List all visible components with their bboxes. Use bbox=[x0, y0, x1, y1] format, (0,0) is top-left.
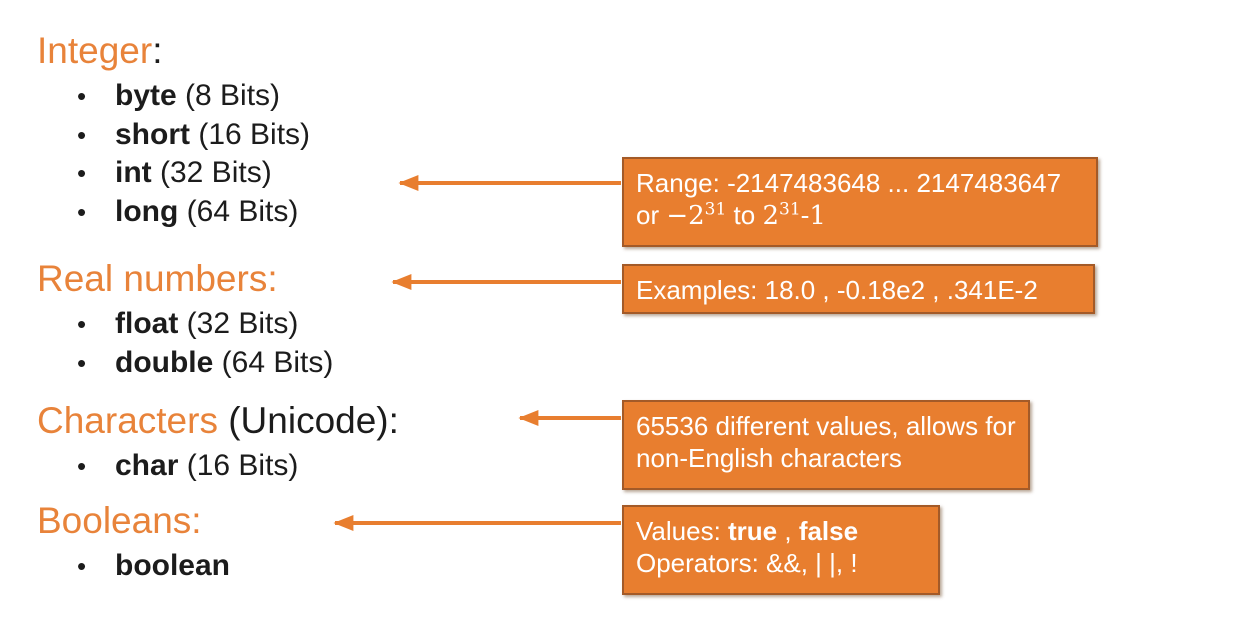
section-characters: Characters (Unicode): • char (16 Bits) bbox=[37, 398, 399, 486]
section-title-rest: : bbox=[152, 30, 163, 71]
bullet-keyword: double bbox=[115, 345, 214, 379]
callout-text: , bbox=[777, 516, 799, 546]
callout-math: 2 bbox=[762, 201, 779, 231]
bullet-dot-icon: • bbox=[77, 451, 87, 481]
list-item-short: • short (16 Bits) bbox=[77, 116, 310, 155]
bullet-rest: (64 Bits) bbox=[178, 194, 299, 228]
list-item-float: • float (32 Bits) bbox=[77, 305, 333, 344]
callout-unicode-values: 65536 different values, allows for non-E… bbox=[622, 400, 1030, 490]
integer-bullet-list: • byte (8 Bits) • short (16 Bits) • int (32… bbox=[37, 77, 310, 231]
callout-line: Range: -2147483648 ... 2147483647 bbox=[636, 168, 1062, 198]
section-title-characters: Characters (Unicode): bbox=[37, 398, 399, 443]
bullet-keyword: long bbox=[115, 194, 179, 228]
section-title-real-numbers: Real numbers: bbox=[37, 256, 333, 301]
bullet-keyword: short bbox=[115, 117, 190, 151]
real-bullet-list: • float (32 Bits) • double (64 Bits) bbox=[37, 305, 333, 382]
bullet-dot-icon: • bbox=[77, 551, 87, 581]
list-item-char: • char (16 Bits) bbox=[77, 447, 399, 486]
callout-int-range: Range: -2147483648 ... 2147483647 or −23… bbox=[622, 157, 1098, 247]
section-title-accent: Integer bbox=[37, 30, 153, 71]
list-item-boolean: • boolean bbox=[77, 547, 230, 586]
callout-text: to bbox=[726, 200, 763, 230]
callout-line: Operators: &&, | |, ! bbox=[636, 548, 858, 578]
callout-superscript: 31 bbox=[779, 199, 801, 220]
bullet-keyword: byte bbox=[115, 79, 177, 112]
bullet-rest: (32 Bits) bbox=[151, 156, 272, 189]
bullet-rest: (16 Bits) bbox=[178, 449, 299, 482]
callout-text: Values: bbox=[636, 516, 729, 546]
callout-real-examples: Examples: 18.0 , -0.18e2 , .341E-2 bbox=[622, 264, 1095, 314]
section-title-accent: Characters bbox=[37, 400, 218, 441]
list-item-byte: • byte (8 Bits) bbox=[77, 77, 310, 116]
list-item-int: • int (32 Bits) bbox=[77, 154, 310, 193]
list-item-long: • long (64 Bits) bbox=[77, 193, 310, 232]
bullet-dot-icon: • bbox=[77, 309, 87, 339]
callout-superscript: 31 bbox=[704, 199, 727, 220]
callout-line: non-English characters bbox=[636, 443, 902, 473]
bullet-keyword: boolean bbox=[115, 549, 231, 582]
char-bullet-list: • char (16 Bits) bbox=[37, 447, 399, 486]
bullet-dot-icon: • bbox=[77, 196, 87, 227]
callout-line: Values: true , false bbox=[636, 515, 926, 547]
bullet-rest: (16 Bits) bbox=[190, 117, 311, 151]
list-item-double: • double (64 Bits) bbox=[77, 344, 333, 383]
callout-boolean-values: Values: true , false Operators: &&, | |,… bbox=[622, 505, 940, 595]
section-title-rest: (Unicode): bbox=[217, 400, 399, 441]
callout-math: −2 bbox=[666, 201, 705, 231]
callout-line: Examples: 18.0 , -0.18e2 , .341E-2 bbox=[636, 275, 1038, 305]
callout-line: or −231 to 231-1 bbox=[636, 199, 1084, 232]
bullet-rest: (64 Bits) bbox=[213, 345, 334, 379]
section-real-numbers: Real numbers: • float (32 Bits) • double (… bbox=[37, 256, 333, 382]
section-title-integer: Integer: bbox=[37, 28, 310, 73]
bullet-dot-icon: • bbox=[77, 158, 87, 188]
callout-text: or bbox=[636, 200, 667, 230]
section-title-accent: Real numbers: bbox=[37, 258, 278, 299]
section-booleans: Booleans: • boolean bbox=[37, 498, 230, 586]
bullet-rest: (32 Bits) bbox=[178, 307, 299, 340]
section-title-accent: Booleans: bbox=[37, 500, 202, 541]
bullet-dot-icon: • bbox=[77, 119, 87, 150]
callout-math: -1 bbox=[800, 201, 826, 231]
bullet-keyword: char bbox=[115, 449, 179, 482]
callout-line: 65536 different values, allows for bbox=[636, 411, 1016, 441]
section-integer: Integer: • byte (8 Bits) • short (16 Bits)… bbox=[37, 28, 310, 231]
bullet-keyword: float bbox=[115, 307, 179, 340]
bullet-keyword: int bbox=[115, 156, 152, 189]
callout-bold-true: true bbox=[728, 516, 778, 546]
callout-bold-false: false bbox=[798, 516, 859, 546]
bullet-rest: (8 Bits) bbox=[176, 79, 281, 112]
section-title-booleans: Booleans: bbox=[37, 498, 230, 543]
boolean-bullet-list: • boolean bbox=[37, 547, 230, 586]
bullet-dot-icon: • bbox=[77, 81, 87, 111]
bullet-dot-icon: • bbox=[77, 347, 87, 378]
